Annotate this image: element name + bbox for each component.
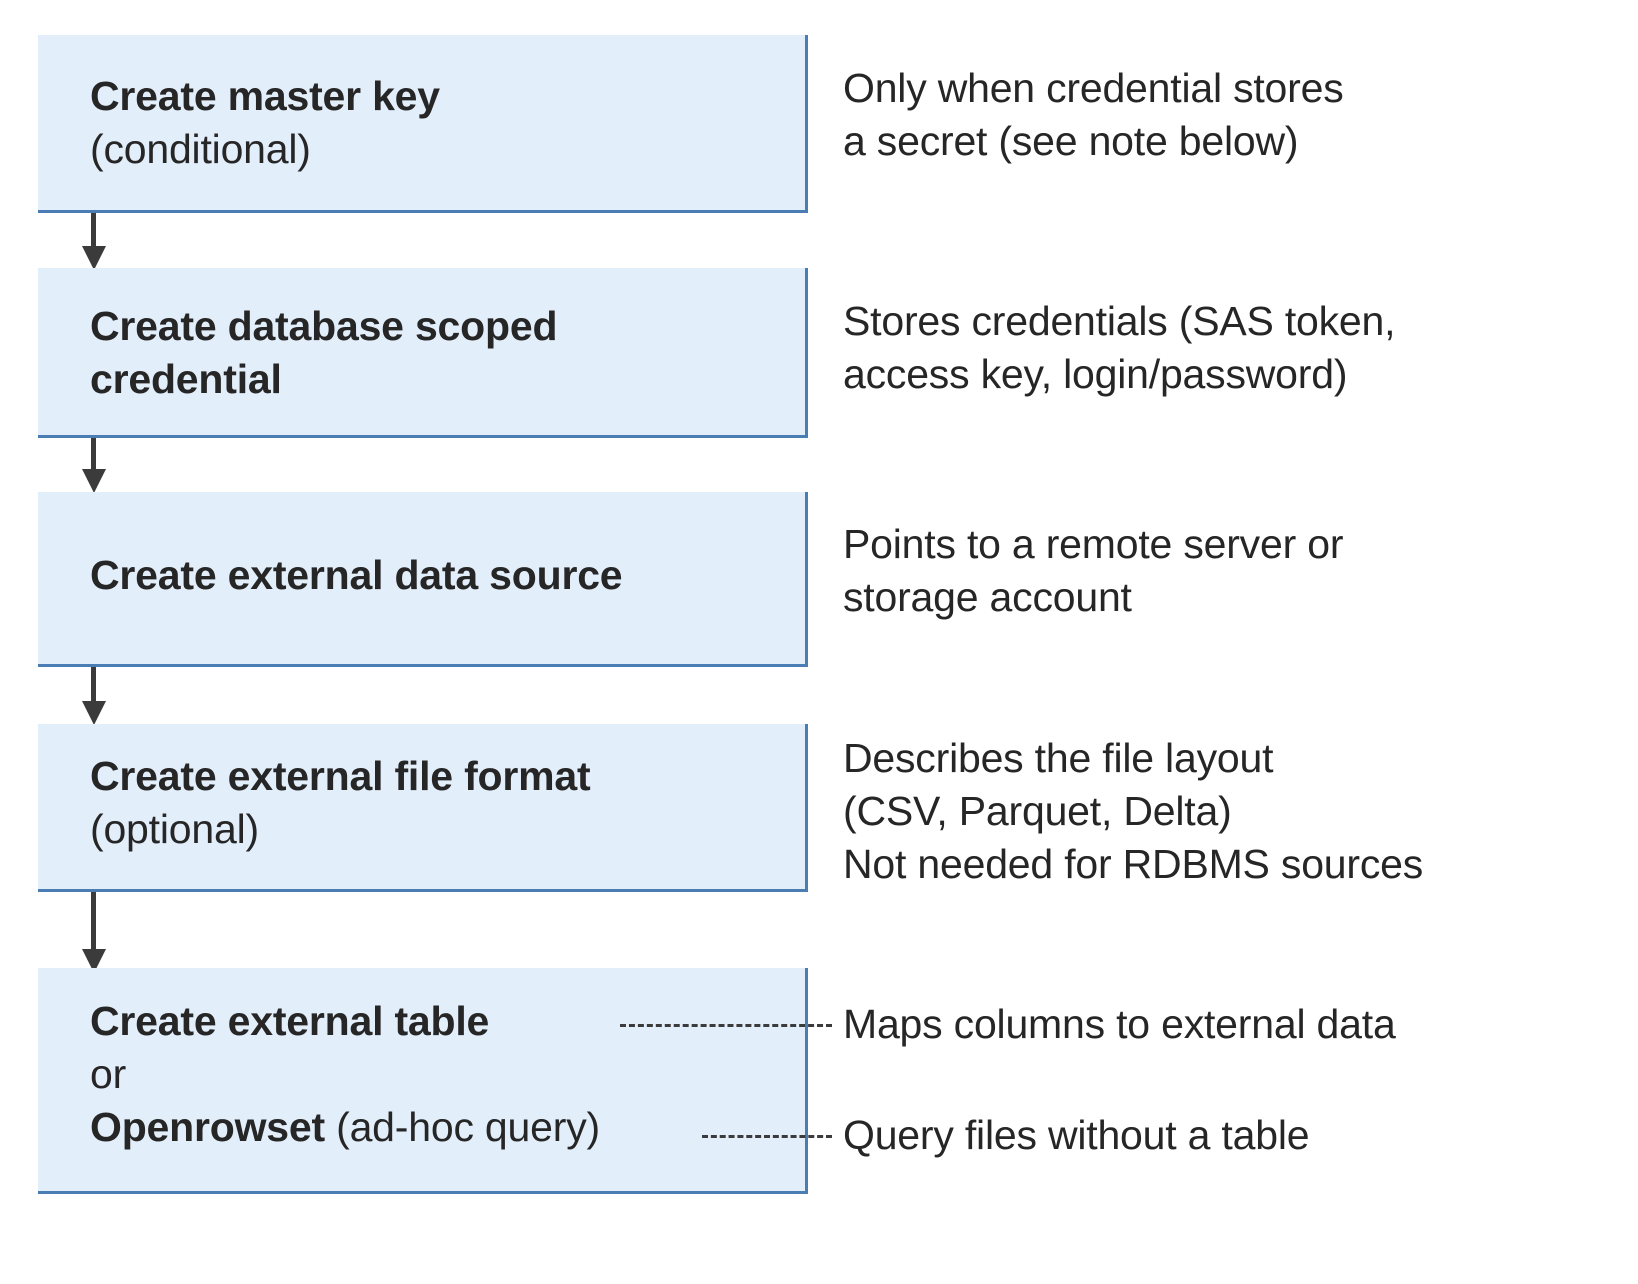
step-5-separator-label: or xyxy=(90,1051,127,1097)
step-5-option-b-plain: (ad-hoc query) xyxy=(324,1104,600,1150)
arrow-step3-to-step4 xyxy=(82,667,106,725)
flow-box-create-database-scoped-credential[interactable]: Create database scoped credential xyxy=(38,268,808,438)
arrow-step2-to-step3 xyxy=(82,438,106,493)
step-4-subtitle: (optional) xyxy=(90,806,259,852)
note-line: Not needed for RDBMS sources xyxy=(843,841,1424,887)
note-line: access key, login/password) xyxy=(843,351,1348,397)
step-5-option-b-strong: Openrowset xyxy=(90,1104,325,1150)
step-2-title-line-2: credential xyxy=(90,356,282,402)
flow-box-create-external-file-format[interactable]: Create external file format (optional) xyxy=(38,724,808,892)
note-line: Query files without a table xyxy=(843,1112,1310,1158)
flow-box-create-external-table-or-openrowset[interactable]: Create external table or Openrowset (ad-… xyxy=(38,968,808,1194)
note-line: storage account xyxy=(843,574,1132,620)
note-line: Points to a remote server or xyxy=(843,521,1344,567)
note-create-database-scoped-credential: Stores credentials (SAS token, access ke… xyxy=(843,295,1396,401)
note-line: a secret (see note below) xyxy=(843,118,1299,164)
arrow-step4-to-step5 xyxy=(82,892,106,974)
step-5-option-a-label: Create external table xyxy=(90,998,490,1044)
note-line: (CSV, Parquet, Delta) xyxy=(843,788,1232,834)
note-line: Maps columns to external data xyxy=(843,1001,1396,1047)
note-create-external-data-source: Points to a remote server or storage acc… xyxy=(843,518,1343,624)
note-line: Stores credentials (SAS token, xyxy=(843,298,1396,344)
dashed-connector-openrowset xyxy=(702,1135,832,1138)
step-4-title: Create external file format xyxy=(90,753,591,799)
dashed-connector-external-table xyxy=(620,1024,832,1027)
note-create-external-table: Maps columns to external data xyxy=(843,998,1396,1051)
note-line: Describes the file layout xyxy=(843,735,1274,781)
step-1-title: Create master key xyxy=(90,73,440,119)
flow-box-create-external-data-source[interactable]: Create external data source xyxy=(38,492,808,667)
arrow-step1-to-step2 xyxy=(82,213,106,270)
step-5-option-b-label: Openrowset (ad-hoc query) xyxy=(90,1101,795,1154)
note-create-master-key: Only when credential stores a secret (se… xyxy=(843,62,1344,168)
step-2-title-line-1: Create database scoped xyxy=(90,303,558,349)
flow-box-create-master-key[interactable]: Create master key (conditional) xyxy=(38,35,808,213)
note-create-external-file-format: Describes the file layout (CSV, Parquet,… xyxy=(843,732,1423,891)
step-1-subtitle: (conditional) xyxy=(90,126,311,172)
note-line: Only when credential stores xyxy=(843,65,1344,111)
note-openrowset: Query files without a table xyxy=(843,1109,1310,1162)
step-3-title: Create external data source xyxy=(90,552,623,598)
